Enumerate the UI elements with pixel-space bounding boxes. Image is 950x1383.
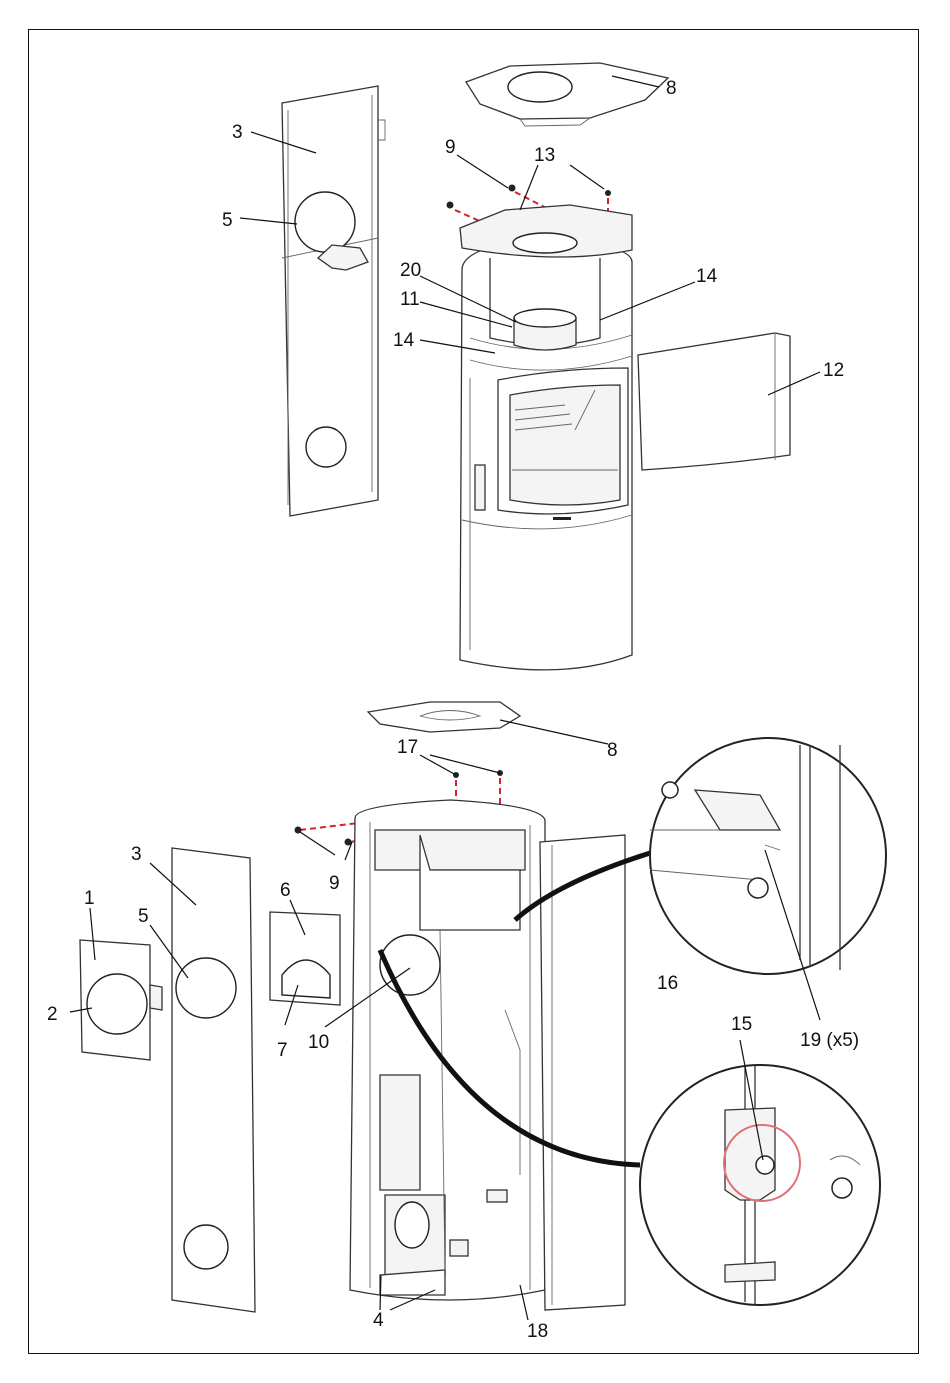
detail-circle-upper: [650, 738, 886, 974]
callout-8-bottom: 8: [607, 740, 618, 761]
screw-icon: [605, 190, 611, 196]
callout-10: 10: [308, 1032, 329, 1053]
callout-3-top: 3: [232, 122, 243, 143]
callout-6: 6: [280, 880, 291, 901]
rear-panel-long: [172, 848, 255, 1312]
stove-chassis: [350, 800, 545, 1300]
callout-2: 2: [47, 1004, 58, 1025]
adapter-plate: [80, 940, 162, 1060]
callout-14-right: 14: [696, 266, 718, 287]
screw-icon: [509, 185, 516, 192]
callout-15: 15: [731, 1014, 752, 1035]
callout-1: 1: [84, 888, 95, 909]
callout-9-top: 9: [445, 137, 456, 158]
front-side-panel: [540, 835, 625, 1310]
detail-circle-lower: [640, 1065, 880, 1305]
callout-8-top: 8: [666, 78, 677, 99]
callout-9-bottom: 9: [329, 873, 340, 894]
callout-17: 17: [397, 737, 418, 758]
side-panel-curved: [638, 333, 790, 470]
callout-20: 20: [400, 260, 421, 281]
callout-12: 12: [823, 360, 844, 381]
insulation-plate: [270, 912, 340, 1005]
rear-panel-top: [282, 86, 385, 516]
callout-3-bottom: 3: [131, 844, 142, 865]
callout-5-bottom: 5: [138, 906, 149, 927]
top-cover-plate: [466, 63, 668, 126]
callout-5-top: 5: [222, 210, 233, 231]
callout-19: 19 (x5): [800, 1030, 859, 1051]
callout-16: 16: [657, 973, 678, 994]
screw-icon: [447, 202, 454, 209]
callout-11: 11: [400, 289, 420, 310]
callout-13: 13: [534, 145, 555, 166]
callout-4: 4: [373, 1310, 384, 1331]
stove-body-top: [460, 205, 632, 670]
callout-14-left: 14: [393, 330, 415, 351]
callout-18: 18: [527, 1321, 548, 1342]
bottom-cover-plate: [368, 702, 520, 732]
callout-7: 7: [277, 1040, 288, 1061]
